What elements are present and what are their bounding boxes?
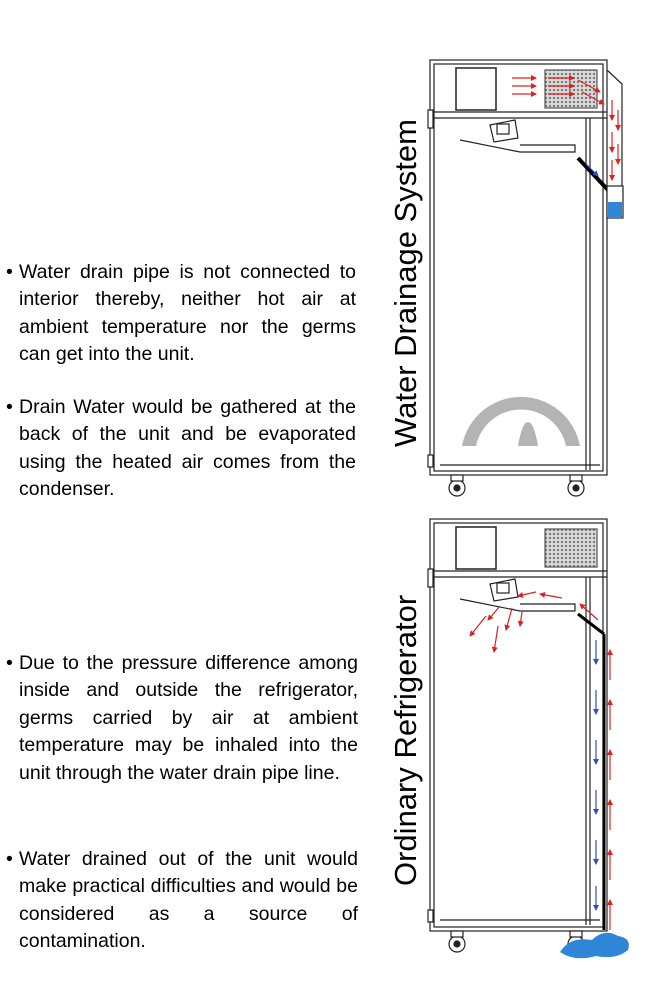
bullet-icon: • [6,396,13,418]
bottom-fridge-diagram [427,518,629,959]
top-bullet-2-text: Drain Water would be gathered at the bac… [19,396,356,501]
bottom-hot-air-arrows [469,591,613,930]
top-bullet-2: • Drain Water would be gathered at the ba… [6,394,356,504]
bullet-icon: • [6,848,13,870]
bottom-bullet-1-text: Due to the pressure difference among ins… [19,652,358,784]
top-bullet-1: • Water drain pipe is not connected to in… [6,259,356,369]
top-bullet-1-text: Water drain pipe is not connected to int… [19,261,356,366]
bottom-bullet-2-text: Water drained out of the unit would make… [19,848,358,953]
top-cold-air-arrows [585,163,599,177]
bottom-bullet-1: • Due to the pressure difference among in… [6,650,358,787]
top-fridge-diagram [427,59,624,497]
bullet-icon: • [6,261,13,283]
bullet-icon: • [6,652,13,674]
top-hot-air-arrows [512,75,621,181]
bottom-bullet-2: • Water drained out of the unit would mak… [6,846,358,956]
